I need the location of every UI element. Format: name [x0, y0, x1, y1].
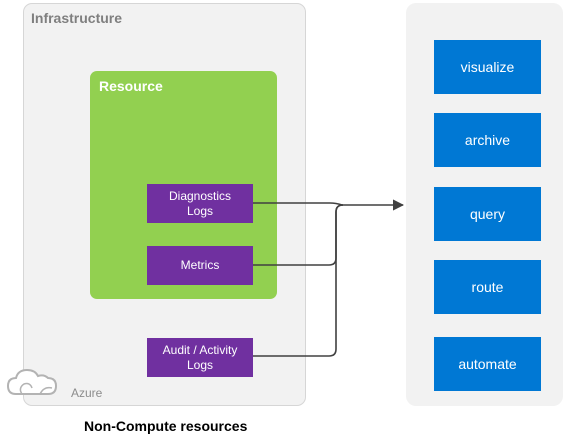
query-box: query	[434, 187, 541, 241]
metrics-box: Metrics	[147, 246, 253, 285]
visualize-box: visualize	[434, 40, 541, 94]
connector-diagnostics	[253, 202, 343, 206]
azure-cloud-icon	[6, 368, 58, 395]
automate-box: automate	[434, 337, 541, 391]
archive-box: archive	[434, 113, 541, 167]
azure-label: Azure	[71, 386, 103, 400]
caption: Non-Compute resources	[84, 418, 248, 434]
connector-audit	[253, 204, 344, 357]
diagnostics-logs-box: Diagnostics Logs	[147, 184, 253, 223]
connector-metrics	[253, 204, 344, 266]
route-box: route	[434, 260, 541, 314]
infrastructure-title: Infrastructure	[31, 10, 123, 26]
audit-activity-logs-box: Audit / Activity Logs	[147, 338, 253, 377]
resource-title: Resource	[99, 78, 163, 94]
